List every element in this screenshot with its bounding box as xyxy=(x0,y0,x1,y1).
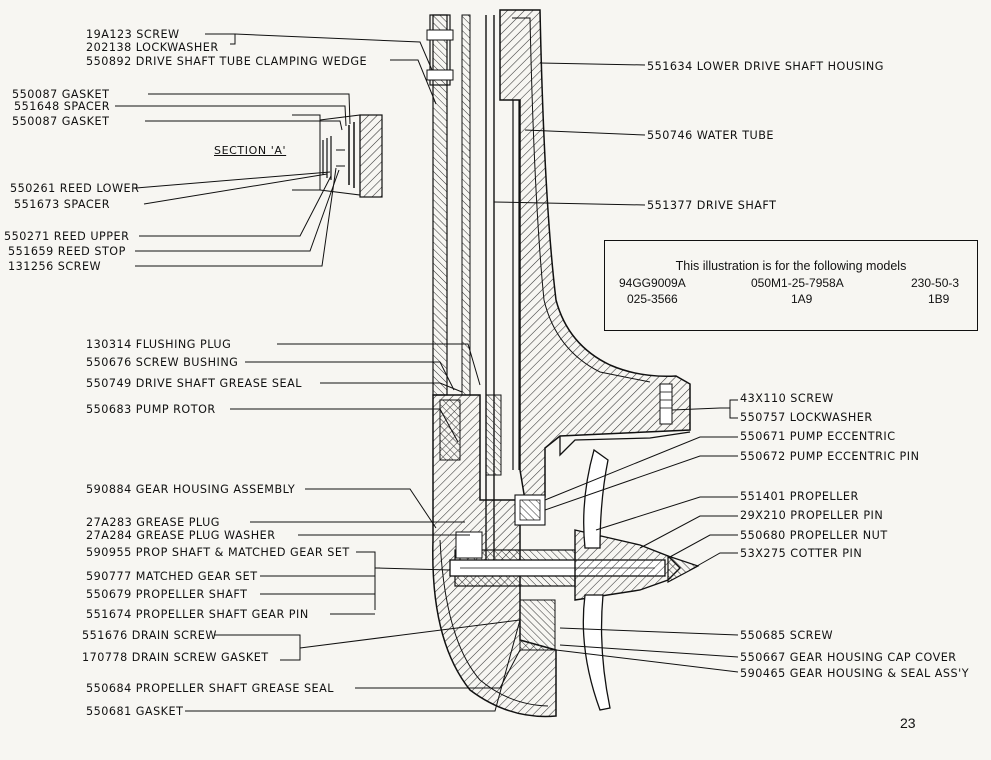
label-prop-shaft-gear-set-590955: 590955 PROP SHAFT & MATCHED GEAR SET xyxy=(86,546,350,559)
label-matched-gear-set-590777: 590777 MATCHED GEAR SET xyxy=(86,570,258,583)
label-gasket-550087-b: 550087 GASKET xyxy=(12,115,110,128)
label-cotter-pin-53x275: 53X275 COTTER PIN xyxy=(740,547,863,560)
label-drive-shaft-551377: 551377 DRIVE SHAFT xyxy=(647,199,777,212)
model-025-3566: 025-3566 xyxy=(627,292,678,306)
label-propeller-pin-29x210: 29X210 PROPELLER PIN xyxy=(740,509,884,522)
page-number: 23 xyxy=(900,715,916,731)
label-pump-rotor-550683: 550683 PUMP ROTOR xyxy=(86,403,216,416)
label-gear-housing-590884: 590884 GEAR HOUSING ASSEMBLY xyxy=(86,483,296,496)
label-lockwasher-550757: 550757 LOCKWASHER xyxy=(740,411,873,424)
label-gasket-550087-a: 550087 GASKET xyxy=(12,88,110,101)
section-a-label: SECTION 'A' xyxy=(214,144,287,157)
label-screw-bushing-550676: 550676 SCREW BUSHING xyxy=(86,356,239,369)
model-94gg9009a: 94GG9009A xyxy=(619,276,686,290)
label-prop-shaft-gear-pin-551674: 551674 PROPELLER SHAFT GEAR PIN xyxy=(86,608,309,621)
model-050m1-25-7958a: 050M1-25-7958A xyxy=(751,276,844,290)
label-propeller-nut-550680: 550680 PROPELLER NUT xyxy=(740,529,888,542)
label-gear-housing-cap-cover-550667: 550667 GEAR HOUSING CAP COVER xyxy=(740,651,957,664)
model-1a9: 1A9 xyxy=(791,292,813,306)
label-screw-19a123: 19A123 SCREW xyxy=(86,28,180,41)
label-lower-drive-shaft-housing-551634: 551634 LOWER DRIVE SHAFT HOUSING xyxy=(647,60,884,73)
propeller-shape xyxy=(574,448,700,711)
label-spacer-551648: 551648 SPACER xyxy=(14,100,111,113)
label-gear-housing-seal-assy-590465: 590465 GEAR HOUSING & SEAL ASS'Y xyxy=(740,667,970,680)
label-clamping-wedge-550892: 550892 DRIVE SHAFT TUBE CLAMPING WEDGE xyxy=(86,55,368,68)
model-230-50-3: 230-50-3 xyxy=(911,276,960,290)
label-pump-eccentric-pin-550672: 550672 PUMP ECCENTRIC PIN xyxy=(740,450,920,463)
label-grease-plug-washer-27a284: 27A284 GREASE PLUG WASHER xyxy=(86,529,276,542)
leader-lines-right xyxy=(493,62,739,673)
label-drain-screw-gasket-170778: 170778 DRAIN SCREW GASKET xyxy=(82,651,269,664)
screw-43x110-shape xyxy=(659,383,673,425)
label-prop-shaft-grease-seal-550684: 550684 PROPELLER SHAFT GREASE SEAL xyxy=(86,682,335,695)
label-spacer-551673: 551673 SPACER xyxy=(14,198,111,211)
label-reed-lower-550261: 550261 REED LOWER xyxy=(10,182,140,195)
section-a-inset xyxy=(292,114,383,198)
label-drain-screw-551676: 551676 DRAIN SCREW xyxy=(82,629,217,642)
label-pump-eccentric-550671: 550671 PUMP ECCENTRIC xyxy=(740,430,896,443)
model-1b9: 1B9 xyxy=(928,292,950,306)
label-lockwasher-202138: 202138 LOCKWASHER xyxy=(86,41,219,54)
label-screw-550685: 550685 SCREW xyxy=(740,629,834,642)
label-grease-plug-27a283: 27A283 GREASE PLUG xyxy=(86,516,220,529)
label-flushing-plug-130314: 130314 FLUSHING PLUG xyxy=(86,338,232,351)
models-box-title: This illustration is for the following m… xyxy=(675,259,907,273)
label-reed-stop-551659: 551659 REED STOP xyxy=(8,245,126,258)
drive-shaft-housing-shape xyxy=(499,9,691,501)
models-box: This illustration is for the following m… xyxy=(604,240,978,331)
label-propeller-551401: 551401 PROPELLER xyxy=(740,490,859,503)
label-screw-43x110: 43X110 SCREW xyxy=(740,392,834,405)
label-grease-seal-550749: 550749 DRIVE SHAFT GREASE SEAL xyxy=(86,377,302,390)
label-reed-upper-550271: 550271 REED UPPER xyxy=(4,230,130,243)
label-water-tube-550746: 550746 WATER TUBE xyxy=(647,129,774,142)
label-propeller-shaft-550679: 550679 PROPELLER SHAFT xyxy=(86,588,248,601)
label-gasket-550681: 550681 GASKET xyxy=(86,705,184,718)
label-screw-131256: 131256 SCREW xyxy=(8,260,102,273)
leader-lines-left xyxy=(115,33,521,712)
